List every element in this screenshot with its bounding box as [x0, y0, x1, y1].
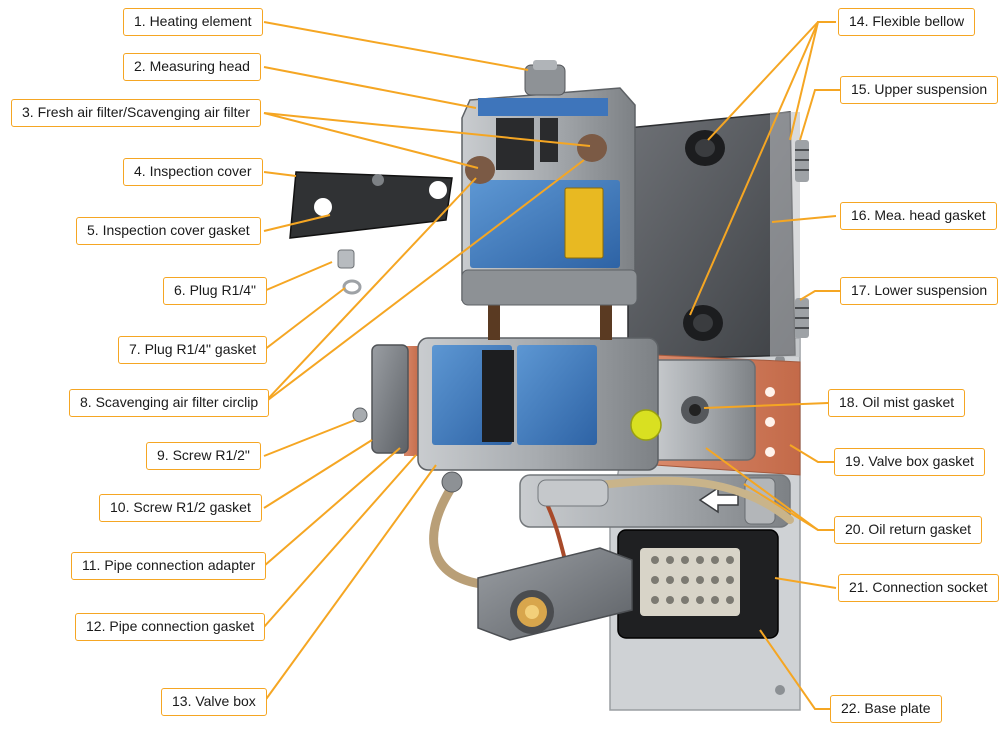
- callout-pipe-connection-adapter: 11. Pipe connection adapter: [71, 552, 267, 580]
- detector-lower-body: [352, 337, 662, 507]
- upper-suspension-icon: [795, 140, 809, 182]
- callout-scavenging-air-filter-circlip: 8. Scavenging air filter circlip: [69, 389, 270, 417]
- cable-connector-plug: [477, 547, 633, 641]
- plug-gasket-icon: [342, 279, 362, 295]
- flexible-bellow-icon: [683, 130, 725, 341]
- callout-upper-suspension: 15. Upper suspension: [840, 76, 999, 104]
- callout-screw: 9. Screw R1/2": [146, 442, 261, 470]
- callout-plug: 6. Plug R1/4": [163, 277, 268, 305]
- inspection-cover: [289, 171, 453, 239]
- callout-plug-gasket: 7. Plug R1/4" gasket: [118, 336, 268, 364]
- callout-fresh-air-filter: 3. Fresh air filter/Scavenging air filte…: [11, 99, 261, 127]
- callout-mea-head-gasket: 16. Mea. head gasket: [840, 202, 997, 230]
- callout-screw-gasket: 10. Screw R1/2 gasket: [99, 494, 262, 522]
- callout-valve-box-gasket: 19. Valve box gasket: [834, 448, 985, 476]
- callout-inspection-cover: 4. Inspection cover: [123, 158, 263, 186]
- callout-flexible-bellow: 14. Flexible bellow: [838, 8, 976, 36]
- measuring-head: [461, 87, 638, 340]
- callout-lower-suspension: 17. Lower suspension: [840, 277, 999, 305]
- plug-r14-icon: [337, 249, 355, 269]
- callout-valve-box: 13. Valve box: [161, 688, 267, 716]
- lower-suspension-icon: [795, 298, 809, 338]
- callout-inspection-cover-gasket: 5. Inspection cover gasket: [76, 217, 261, 245]
- callout-base-plate: 22. Base plate: [830, 695, 942, 723]
- callout-oil-mist-gasket: 18. Oil mist gasket: [828, 389, 966, 417]
- connection-socket: [617, 529, 779, 639]
- leader-lines: [263, 21, 846, 710]
- heating-element-icon: [524, 60, 566, 96]
- valve-box: [649, 359, 756, 461]
- callout-heating-element: 1. Heating element: [123, 8, 263, 36]
- callout-oil-return-gasket: 20. Oil return gasket: [834, 516, 983, 544]
- callout-connection-socket: 21. Connection socket: [838, 574, 999, 602]
- mea-head-gasket: [627, 111, 800, 361]
- callout-measuring-head: 2. Measuring head: [123, 53, 261, 81]
- callout-pipe-connection-gasket: 12. Pipe connection gasket: [75, 613, 266, 641]
